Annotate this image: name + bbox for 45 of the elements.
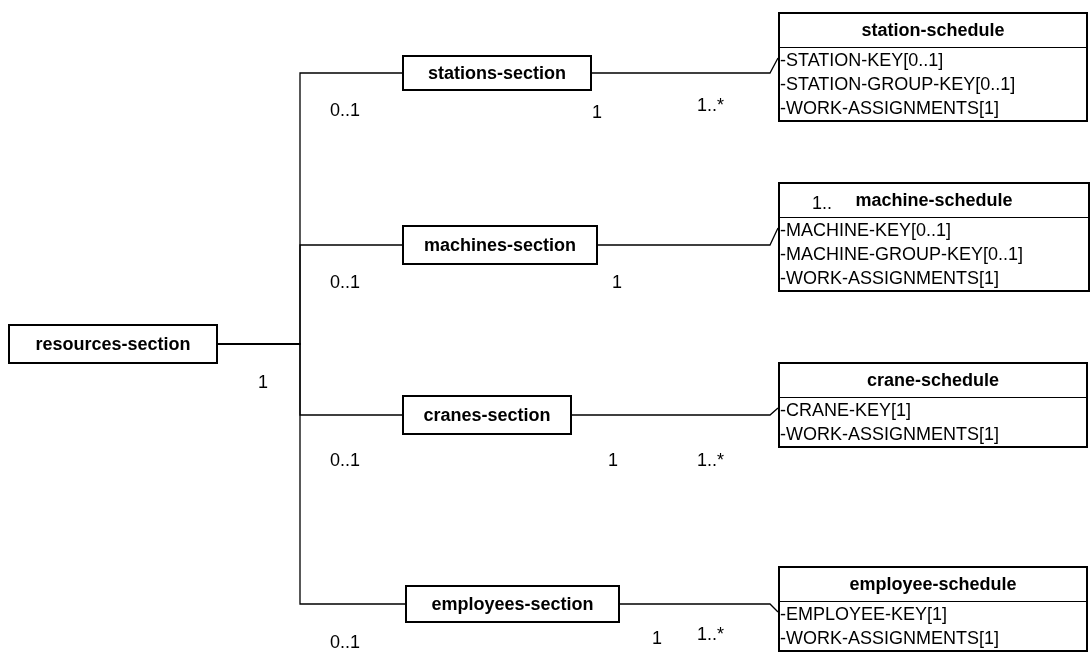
connector-line	[619, 603, 779, 613]
section-label: stations-section	[428, 62, 566, 84]
class-attribute: -EMPLOYEE-KEY[1]	[780, 603, 948, 626]
section-box	[402, 55, 592, 91]
class-name: station-schedule	[861, 20, 1005, 41]
class-box	[778, 182, 1090, 292]
section-box	[405, 585, 620, 623]
section-label: machines-section	[423, 234, 577, 256]
class-attribute: -STATION-KEY[0..1]	[780, 49, 944, 72]
class-attribute: -STATION-GROUP-KEY[0..1]	[780, 73, 1016, 96]
multiplicity-label: 0..1	[330, 632, 361, 653]
multiplicity-label: 1	[608, 450, 618, 471]
connector-line	[597, 227, 779, 246]
section-box	[8, 324, 218, 364]
class-attribute: -WORK-ASSIGNMENTS[1]	[780, 97, 999, 120]
multiplicity-label: 1..*	[697, 450, 725, 471]
section-label: resources-section	[35, 333, 191, 355]
section-box	[402, 395, 572, 435]
class-attribute: -CRANE-KEY[1]	[780, 399, 912, 422]
class-box	[778, 566, 1088, 652]
class-attribute: -WORK-ASSIGNMENTS[1]	[780, 267, 999, 290]
multiplicity-label: 0..1	[330, 100, 361, 121]
class-attribute: -MACHINE-KEY[0..1]	[780, 219, 952, 242]
multiplicity-label: 0..1	[330, 450, 361, 471]
connector-line	[591, 57, 779, 74]
multiplicity-label: 1..	[812, 193, 832, 214]
class-box	[778, 362, 1088, 448]
multiplicity-label: 0..1	[330, 272, 361, 293]
multiplicity-label: 1	[258, 372, 268, 393]
multiplicity-label: 1..*	[697, 624, 725, 645]
class-attribute: -WORK-ASSIGNMENTS[1]	[780, 627, 999, 650]
class-box	[778, 12, 1088, 122]
multiplicity-label: 1	[652, 628, 662, 649]
class-name: crane-schedule	[866, 370, 1000, 391]
section-box	[402, 225, 598, 265]
class-attribute: -WORK-ASSIGNMENTS[1]	[780, 423, 999, 446]
section-label: employees-section	[431, 593, 594, 615]
multiplicity-label: 1..*	[697, 95, 725, 116]
multiplicity-label: 1	[612, 272, 622, 293]
multiplicity-label: 1	[592, 102, 602, 123]
class-attribute: -MACHINE-GROUP-KEY[0..1]	[780, 243, 1024, 266]
section-label: cranes-section	[423, 404, 551, 426]
class-name: machine-schedule	[855, 190, 1013, 211]
class-name: employee-schedule	[849, 574, 1017, 595]
connector-line	[571, 407, 779, 416]
